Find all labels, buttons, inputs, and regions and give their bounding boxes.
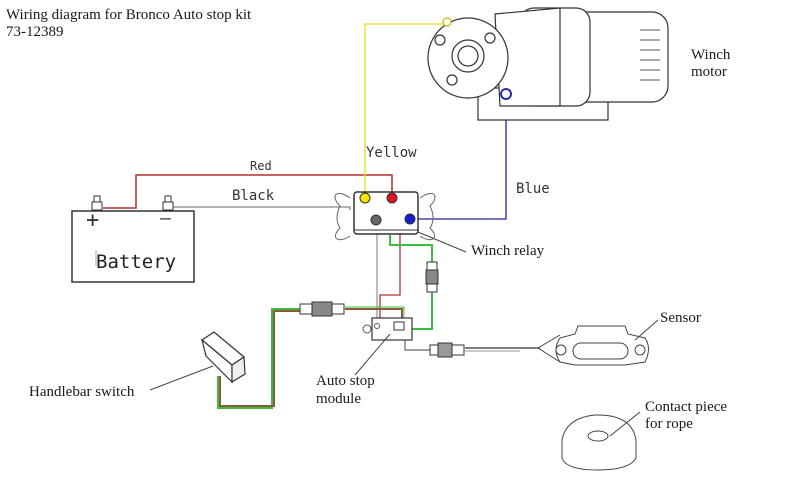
kit-number: 73-12389 bbox=[6, 24, 64, 40]
terminal-blue bbox=[404, 213, 416, 225]
auto-stop-module bbox=[354, 317, 413, 376]
switch-wire-green bbox=[217, 308, 300, 409]
relay-module-connector bbox=[425, 261, 439, 293]
green-wire-module bbox=[412, 292, 433, 330]
battery-label: Battery bbox=[96, 251, 177, 273]
switch-wire-brown bbox=[219, 310, 300, 407]
blue-wire-label: Blue bbox=[516, 181, 550, 197]
sensor-cable bbox=[404, 340, 430, 351]
switch-wire-green-2 bbox=[345, 306, 405, 318]
battery-minus-sign: — bbox=[160, 208, 171, 229]
black-wire-label: Black bbox=[232, 188, 275, 204]
blue-wire bbox=[412, 95, 507, 220]
motor-yellow-terminal bbox=[442, 17, 452, 27]
auto-stop-module-label-1: Auto stop bbox=[316, 373, 375, 389]
battery-negative-post bbox=[162, 195, 174, 211]
handlebar-switch-label: Handlebar switch bbox=[29, 384, 135, 400]
diagram-title: Wiring diagram for Bronco Auto stop kit bbox=[6, 7, 252, 23]
winch-relay-label: Winch relay bbox=[471, 243, 545, 259]
red-wire bbox=[103, 174, 393, 209]
sensor bbox=[555, 319, 659, 366]
switch-connector bbox=[299, 301, 345, 317]
winch-motor-label-2: motor bbox=[691, 64, 727, 80]
switch-wire-brown-2 bbox=[345, 308, 403, 318]
handlebar-switch bbox=[149, 331, 246, 391]
black-wire bbox=[170, 206, 351, 210]
sensor-label: Sensor bbox=[660, 310, 701, 326]
contact-piece-label-1: Contact piece bbox=[645, 399, 728, 415]
yellow-wire-label: Yellow bbox=[366, 145, 417, 161]
green-wire-relay bbox=[389, 235, 433, 262]
contact-piece-label-2: for rope bbox=[645, 416, 693, 432]
red-wire-label: Red bbox=[250, 159, 272, 173]
battery-positive-post bbox=[91, 195, 103, 211]
winch-motor bbox=[427, 7, 669, 121]
battery bbox=[71, 195, 195, 283]
terminal-red bbox=[386, 192, 398, 204]
contact-piece bbox=[561, 411, 641, 471]
terminal-gray bbox=[370, 214, 382, 226]
motor-blue-terminal bbox=[500, 88, 512, 100]
sensor-connector bbox=[429, 342, 465, 358]
yellow-wire bbox=[364, 23, 445, 195]
auto-stop-module-label-2: module bbox=[316, 391, 361, 407]
terminal-yellow bbox=[359, 192, 371, 204]
battery-plus-sign: + bbox=[86, 208, 100, 233]
winch-relay bbox=[334, 191, 467, 253]
winch-motor-label-1: Winch bbox=[691, 47, 731, 63]
